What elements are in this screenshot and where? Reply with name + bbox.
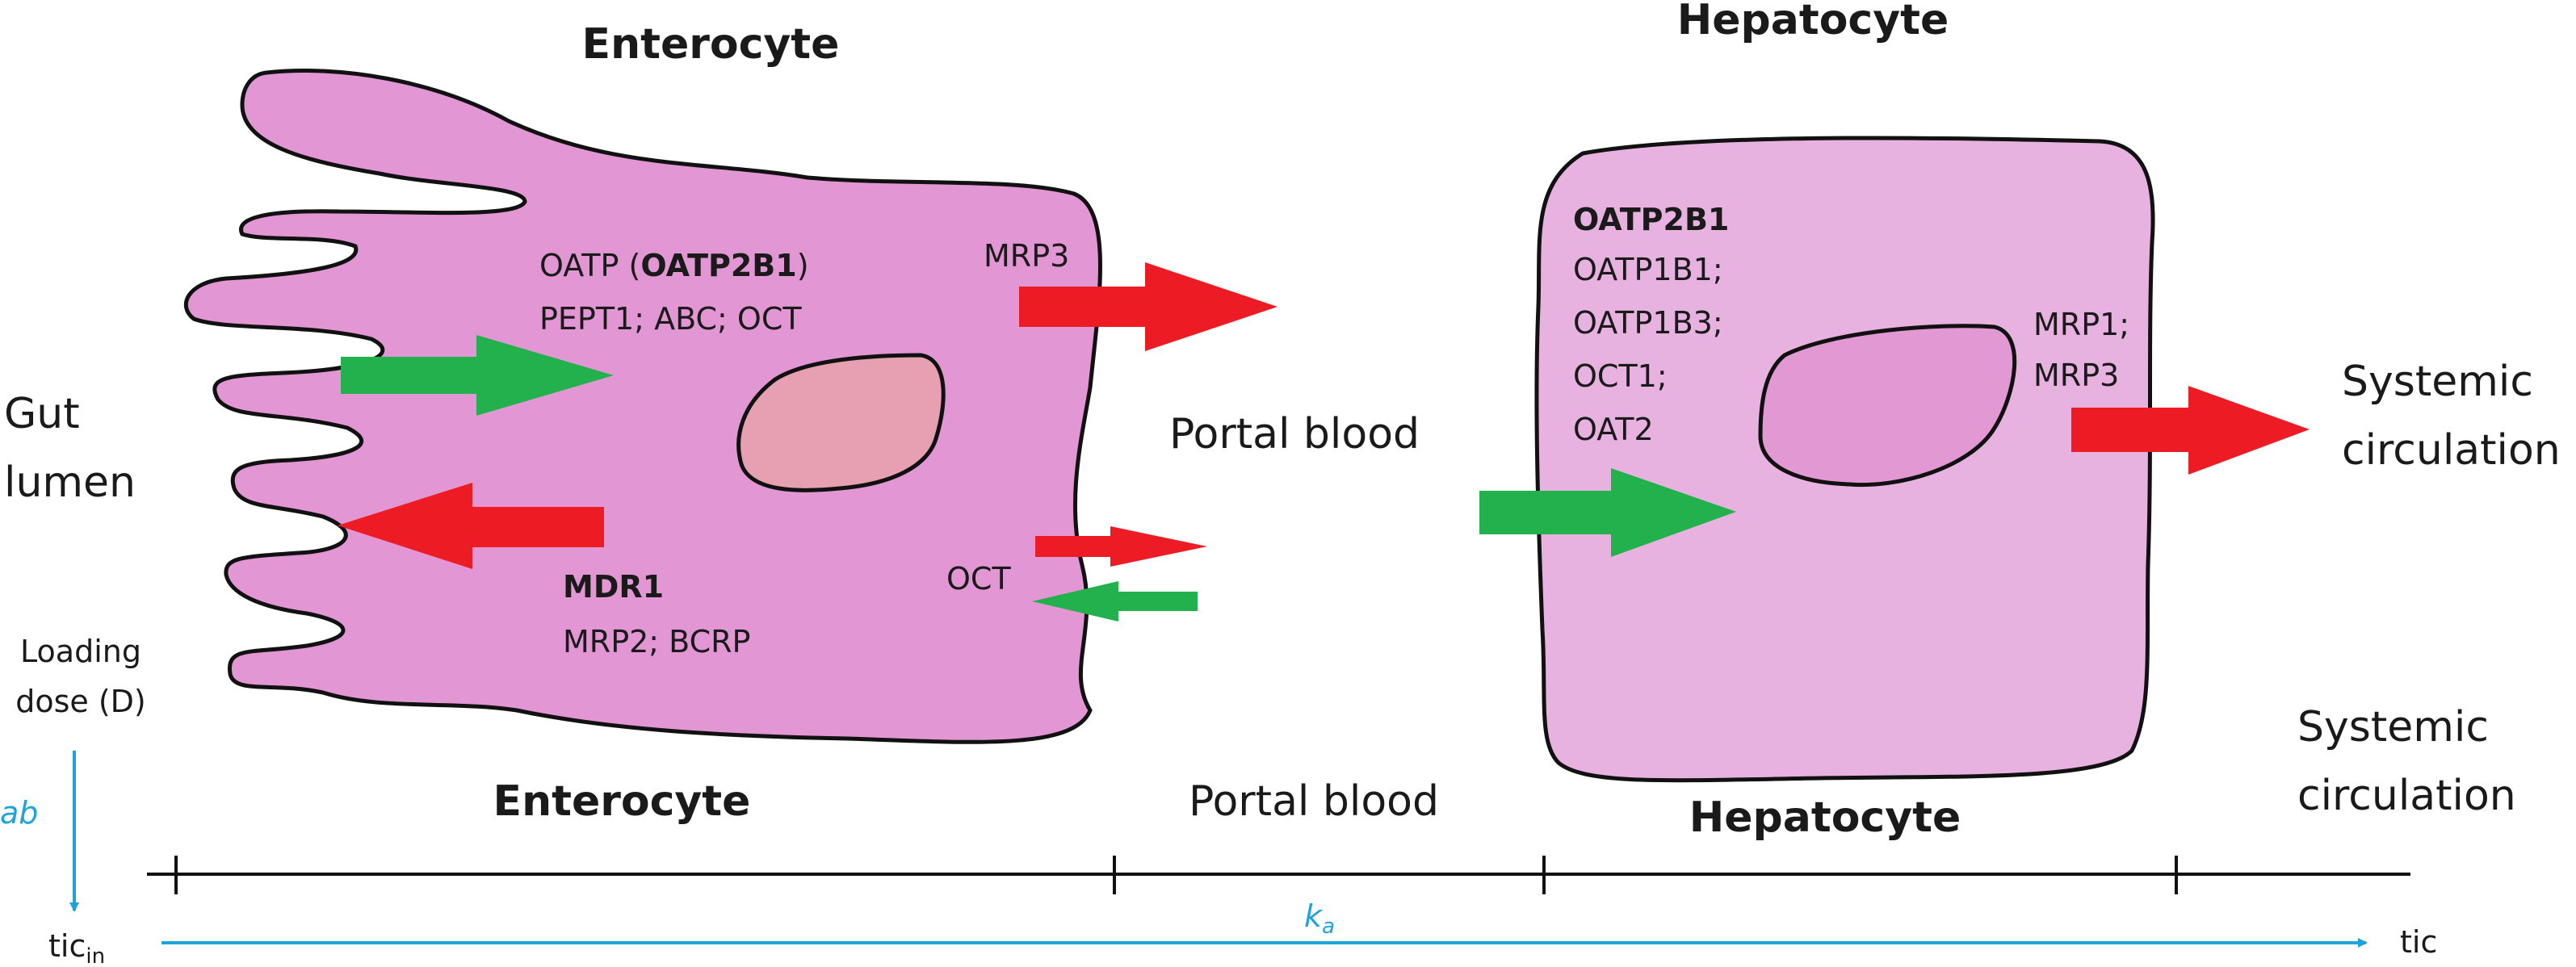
- enterocyte-uptake-line1: OATP (OATP2B1): [539, 248, 809, 283]
- top-title-hepatocyte: Hepatocyte: [1677, 0, 1949, 44]
- systemic-label-line1: Systemic: [2342, 358, 2533, 406]
- hepatocyte-uptake-bold: OATP2B1: [1573, 202, 1729, 237]
- mrp3-arrow-red: [1019, 262, 1278, 351]
- oct-label: OCT: [946, 561, 1011, 597]
- hepatocyte-efflux-line: MRP3: [2033, 358, 2119, 393]
- bottom-label-systemic-line1: Systemic: [2297, 703, 2489, 751]
- bottom-label-systemic-line2: circulation: [2297, 772, 2516, 820]
- ka-label: ka: [1304, 898, 1335, 939]
- dose-label-line1: Loading: [20, 634, 141, 669]
- enterocyte-efflux-line2: MRP2; BCRP: [563, 624, 750, 659]
- gut-label-line2: lumen: [4, 458, 136, 507]
- hepatocyte-nucleus: [1758, 324, 2017, 488]
- dose-label-line2: dose (D): [15, 684, 146, 719]
- enterocyte-nucleus: [736, 353, 946, 492]
- oct-in-arrow-green: [1032, 581, 1198, 622]
- hepatocyte-uptake-line: OAT2: [1573, 412, 1654, 447]
- efflux-arrow-red: [338, 483, 604, 569]
- portal-blood-label: Portal blood: [1169, 410, 1420, 458]
- enterocyte-uptake-line2: PEPT1; ABC; OCT: [539, 301, 802, 337]
- gut-label-line1: Gut: [4, 390, 80, 438]
- tic-in-label: ticin: [48, 928, 105, 963]
- oct-out-arrow-red: [1035, 526, 1207, 567]
- systemic-label-line2: circulation: [2342, 426, 2561, 475]
- ab-label: ab: [0, 795, 38, 831]
- hepatocyte-uptake-arrow-green: [1479, 468, 1736, 557]
- hepatocyte-uptake-line: OATP1B3;: [1573, 305, 1723, 341]
- bottom-label-enterocyte: Enterocyte: [493, 777, 751, 826]
- enterocyte-efflux-bold: MDR1: [563, 569, 664, 605]
- mrp3-label: MRP3: [984, 238, 1069, 274]
- hepatocyte-efflux-arrow-red: [2071, 386, 2310, 475]
- top-title-enterocyte: Enterocyte: [582, 20, 840, 69]
- bottom-label-portal: Portal blood: [1189, 777, 1439, 826]
- hepatocyte-efflux-line: MRP1;: [2033, 307, 2129, 342]
- hepatocyte-uptake-line: OATP1B1;: [1573, 252, 1723, 287]
- enterocyte-cell: [184, 69, 1102, 744]
- hepatocyte-uptake-line: OCT1;: [1573, 358, 1668, 394]
- bottom-label-hepatocyte: Hepatocyte: [1689, 793, 1961, 842]
- uptake-arrow-green: [341, 335, 614, 416]
- tic-label: tic: [2400, 924, 2437, 960]
